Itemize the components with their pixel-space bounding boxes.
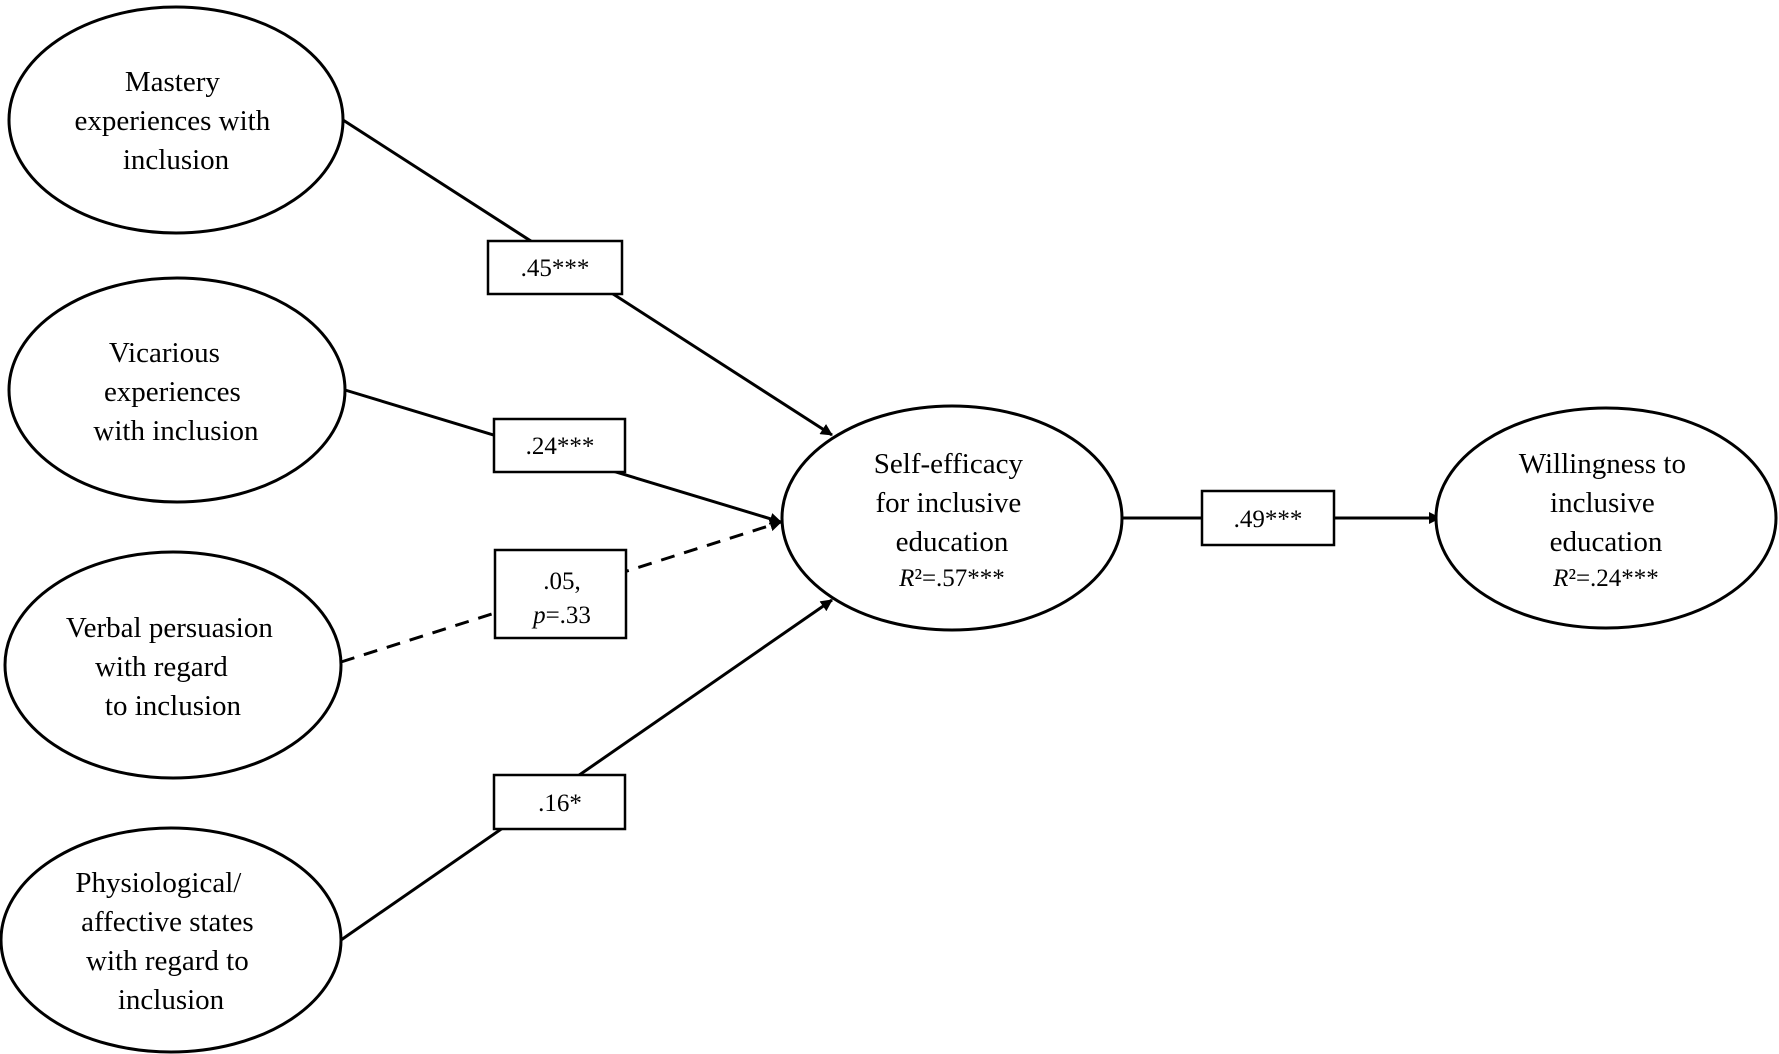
node-willingness-line-1: Willingness to bbox=[1519, 448, 1686, 480]
node-selfefficacy-line-3: education bbox=[896, 526, 1009, 558]
coef-box-verbal: .05, p=.33 bbox=[493, 548, 628, 640]
node-vicarious-label: Vicarious experiences with inclusion bbox=[93, 337, 259, 447]
node-willingness-ellipse bbox=[1434, 406, 1778, 630]
node-selfefficacy: Self-efficacy for inclusive education R²… bbox=[780, 404, 1124, 632]
coef-box-physio-rect bbox=[492, 773, 627, 831]
node-physio-ellipse bbox=[0, 826, 343, 1054]
node-physio-line-4: inclusion bbox=[118, 984, 225, 1016]
coef-mastery-value: .45*** bbox=[521, 255, 590, 282]
node-willingness-line-2: inclusive bbox=[1550, 487, 1655, 519]
coef-physio-value: .16* bbox=[538, 790, 582, 817]
node-physio-line-1: Physiological/ bbox=[75, 867, 242, 899]
node-selfefficacy-line-2: for inclusive bbox=[875, 487, 1021, 519]
node-vicarious-line-1: Vicarious bbox=[109, 337, 220, 369]
node-selfefficacy-ellipse bbox=[780, 404, 1124, 632]
node-vicarious: Vicarious experiences with inclusion bbox=[7, 276, 347, 504]
node-verbal-ellipse bbox=[3, 550, 343, 780]
coef-verbal-p: p=.33 bbox=[531, 602, 591, 629]
node-willingness-r2-symbol: R bbox=[1552, 565, 1568, 592]
coef-box-mastery: .45*** bbox=[486, 239, 624, 296]
node-physio: Physiological/ affective states with reg… bbox=[0, 826, 343, 1054]
coef-box-selfefficacy-to-willingness-rect bbox=[1200, 489, 1336, 547]
node-selfefficacy-label: Self-efficacy for inclusive education bbox=[874, 448, 1030, 558]
coef-box-verbal-rect bbox=[493, 548, 628, 640]
coef-box-vicarious: .24*** bbox=[492, 417, 627, 474]
coef-box-selfefficacy-to-willingness: .49*** bbox=[1200, 489, 1336, 547]
coef-verbal-value: .05, bbox=[543, 568, 581, 595]
node-verbal-line-3: to inclusion bbox=[105, 690, 242, 722]
node-verbal-label: Verbal persuasion with regard to inclusi… bbox=[66, 612, 280, 722]
node-vicarious-ellipse bbox=[7, 276, 347, 504]
node-mastery-ellipse bbox=[7, 5, 345, 235]
coef-selfefficacy-to-willingness-value: .49*** bbox=[1234, 506, 1303, 533]
node-verbal-line-2: with regard bbox=[95, 651, 228, 683]
node-willingness-label: Willingness to inclusive education bbox=[1519, 448, 1693, 558]
node-verbal: Verbal persuasion with regard to inclusi… bbox=[3, 550, 343, 780]
node-physio-line-3: with regard to bbox=[86, 945, 249, 977]
node-selfefficacy-r2-value: ²=.57*** bbox=[914, 565, 1004, 592]
node-verbal-line-1: Verbal persuasion bbox=[66, 612, 273, 644]
node-mastery-line-2: experiences with bbox=[75, 105, 271, 137]
coef-vicarious-value: .24*** bbox=[526, 433, 595, 460]
coef-box-physio: .16* bbox=[492, 773, 627, 831]
coef-box-vicarious-rect bbox=[492, 417, 627, 474]
coef-verbal-p-label: p bbox=[531, 602, 546, 629]
node-mastery-line-1: Mastery bbox=[125, 66, 221, 98]
node-willingness-r2-value: ²=.24*** bbox=[1568, 565, 1658, 592]
node-mastery-label: Mastery experiences with inclusion bbox=[75, 66, 278, 176]
node-willingness-r2: R²=.24*** bbox=[1552, 565, 1659, 592]
node-physio-line-2: affective states bbox=[81, 906, 254, 938]
node-willingness-line-3: education bbox=[1550, 526, 1663, 558]
node-mastery: Mastery experiences with inclusion bbox=[7, 5, 345, 235]
node-vicarious-line-2: experiences bbox=[104, 376, 241, 408]
path-physio-to-selfefficacy bbox=[340, 598, 833, 942]
node-willingness: Willingness to inclusive education R²=.2… bbox=[1434, 406, 1778, 630]
node-selfefficacy-r2: R²=.57*** bbox=[898, 565, 1005, 592]
coef-verbal-p-value: =.33 bbox=[546, 602, 591, 629]
coef-box-mastery-rect bbox=[486, 239, 624, 296]
node-mastery-line-3: inclusion bbox=[123, 144, 230, 176]
node-vicarious-line-3: with inclusion bbox=[93, 415, 259, 447]
path-verbal-to-selfefficacy bbox=[340, 519, 782, 664]
node-selfefficacy-r2-symbol: R bbox=[898, 565, 914, 592]
node-physio-label: Physiological/ affective states with reg… bbox=[75, 867, 261, 1016]
node-selfefficacy-line-1: Self-efficacy bbox=[874, 448, 1024, 480]
